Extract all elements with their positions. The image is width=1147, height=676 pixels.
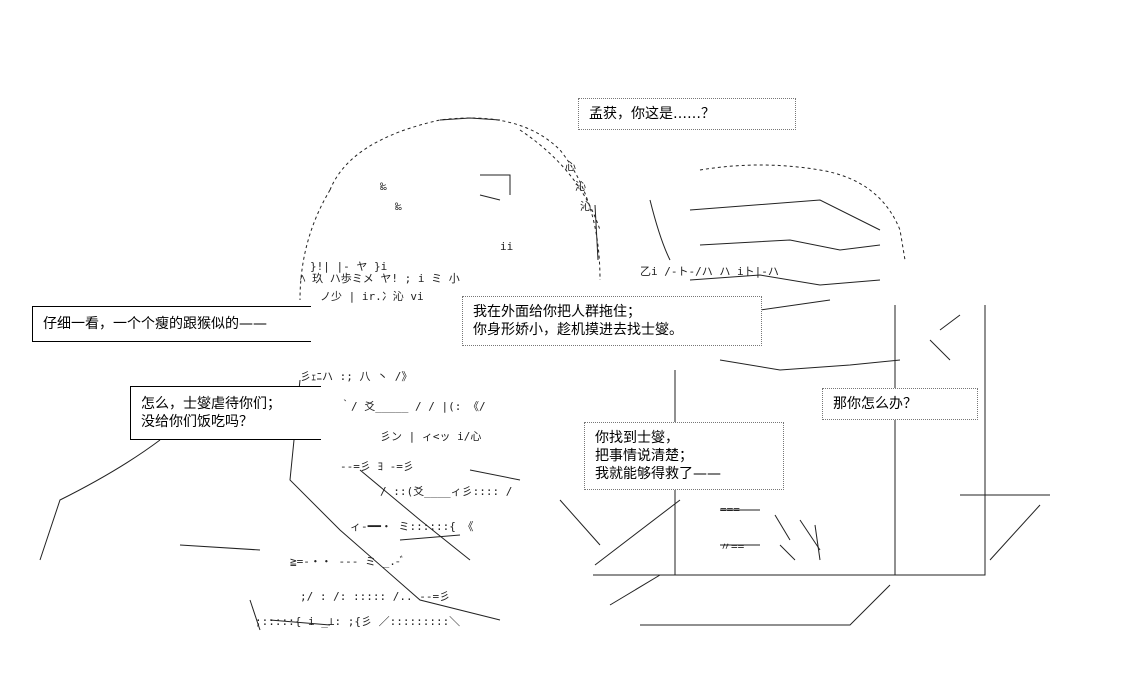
- speech-bubble-lower-center: 你找到士燮， 把事情说清楚； 我就能够得救了——: [584, 422, 784, 490]
- bubble-line: 把事情说清楚；: [595, 448, 693, 464]
- svg-text:〃==: 〃==: [720, 540, 745, 553]
- bubble-line: 我在外面给你把人群拖住；: [473, 304, 641, 320]
- bubble-line: 孟获，你这是……？: [589, 106, 715, 122]
- svg-text:心: 心: [565, 160, 576, 173]
- svg-text:｀/ 爻_____ / / |(: 《/: ｀/ 爻_____ / / |(: 《/: [340, 398, 486, 413]
- svg-text:===: ===: [720, 503, 740, 516]
- svg-text:乙i /-ト-/ハ ハ iト|-ハ: 乙i /-ト-/ハ ハ iト|-ハ: [640, 265, 779, 278]
- svg-text:ﾍ 玖 ハ歩ミメ ヤ! ; i ミ 小: ﾍ 玖 ハ歩ミメ ヤ! ; i ミ 小: [300, 271, 460, 285]
- svg-text:;/ : /: ::::: /.. --=彡: ;/ : /: ::::: /.. --=彡: [300, 590, 450, 603]
- bubble-line: 我就能够得救了——: [595, 466, 721, 482]
- svg-text:沁: 沁: [580, 200, 591, 213]
- svg-text:≧=-・・ --- ミ _.-ﾞ: ≧=-・・ --- ミ _.-ﾞ: [290, 555, 405, 568]
- svg-text:ィ-━━・ ミ::::::{ 《: ィ-━━・ ミ::::::{ 《: [350, 520, 473, 533]
- bubble-line: 你身形娇小，趁机摸进去找士燮。: [473, 322, 683, 338]
- svg-text:--=彡 ﾖ -=彡: --=彡 ﾖ -=彡: [340, 460, 414, 473]
- bubble-line: 你找到士燮，: [595, 430, 679, 446]
- speech-bubble-right-middle: 那你怎么办？: [822, 388, 978, 420]
- svg-text:;:::::{ i _⊥: ;{彡 ／:: ;:::::{ i _⊥: ;{彡 ／:::::::::＼: [255, 615, 460, 628]
- bubble-line: 没给你们饭吃吗？: [141, 414, 253, 430]
- speech-bubble-top-right: 孟获，你这是……？: [578, 98, 796, 130]
- speech-bubble-left-lower: 怎么，士燮虐待你们； 没给你们饭吃吗？: [130, 386, 321, 440]
- svg-text:沁: 沁: [575, 180, 586, 193]
- svg-text:‰: ‰: [395, 200, 402, 213]
- bubble-line: 怎么，士燮虐待你们；: [141, 396, 281, 412]
- svg-text:/ ::(爻____ィ彡:::: /: / ::(爻____ィ彡:::: /: [380, 485, 512, 498]
- bubble-line: 仔细一看，一个个瘦的跟猴似的——: [43, 316, 267, 332]
- svg-text:ii: ii: [500, 240, 513, 253]
- svg-text:}!| |- ヤ }i: }!| |- ヤ }i: [310, 260, 387, 273]
- svg-text:ノ少 | ir.冫沁 vi: ノ少 | ir.冫沁 vi: [320, 290, 424, 303]
- svg-text:彡ｪﾆハ :; 八 丶 /》: 彡ｪﾆハ :; 八 丶 /》: [300, 370, 412, 383]
- svg-text:彡ン | ィ<ッ i/心: 彡ン | ィ<ッ i/心: [380, 430, 481, 443]
- speech-bubble-left-upper: 仔细一看，一个个瘦的跟猴似的——: [32, 306, 311, 342]
- speech-bubble-center: 我在外面给你把人群拖住； 你身形娇小，趁机摸进去找士燮。: [462, 296, 762, 346]
- bubble-line: 那你怎么办？: [833, 396, 917, 412]
- svg-text:‰: ‰: [380, 180, 387, 193]
